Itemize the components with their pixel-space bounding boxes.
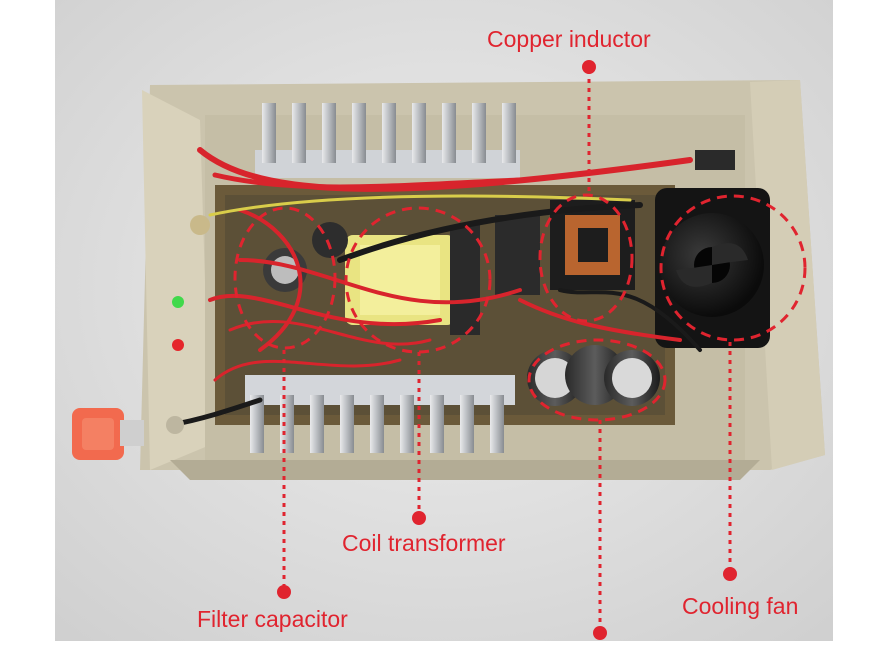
label-copper-inductor: Copper inductor xyxy=(487,26,651,52)
bulk-capacitor xyxy=(495,215,540,295)
red-terminal-knob xyxy=(72,408,144,460)
capacitor-icon xyxy=(527,345,660,406)
fan-dot xyxy=(723,567,737,581)
green-led xyxy=(172,296,184,308)
transformer-highlight xyxy=(344,206,492,354)
fan-icon xyxy=(655,188,770,348)
label-cooling-fan: Cooling fan xyxy=(682,593,799,619)
inductor-icon xyxy=(550,200,635,290)
inductor-highlight xyxy=(538,193,634,323)
fan-highlight xyxy=(659,194,807,342)
filter-dot xyxy=(277,585,291,599)
transformer-dot xyxy=(412,511,426,525)
bottom-heatsink xyxy=(245,375,515,453)
wiring xyxy=(167,147,702,428)
terminals xyxy=(166,150,735,434)
transformer-icon xyxy=(345,225,480,335)
capacitor-dot xyxy=(593,626,607,640)
top-heatsink xyxy=(255,103,520,178)
label-filter-capacitor: Filter capacitor xyxy=(197,606,348,632)
label-coil-transformer: Coil transformer xyxy=(342,530,506,556)
capacitor-left-highlight xyxy=(233,206,337,350)
capacitor-right-highlight xyxy=(527,338,667,422)
inductor-dot xyxy=(582,60,596,74)
red-led xyxy=(172,339,184,351)
